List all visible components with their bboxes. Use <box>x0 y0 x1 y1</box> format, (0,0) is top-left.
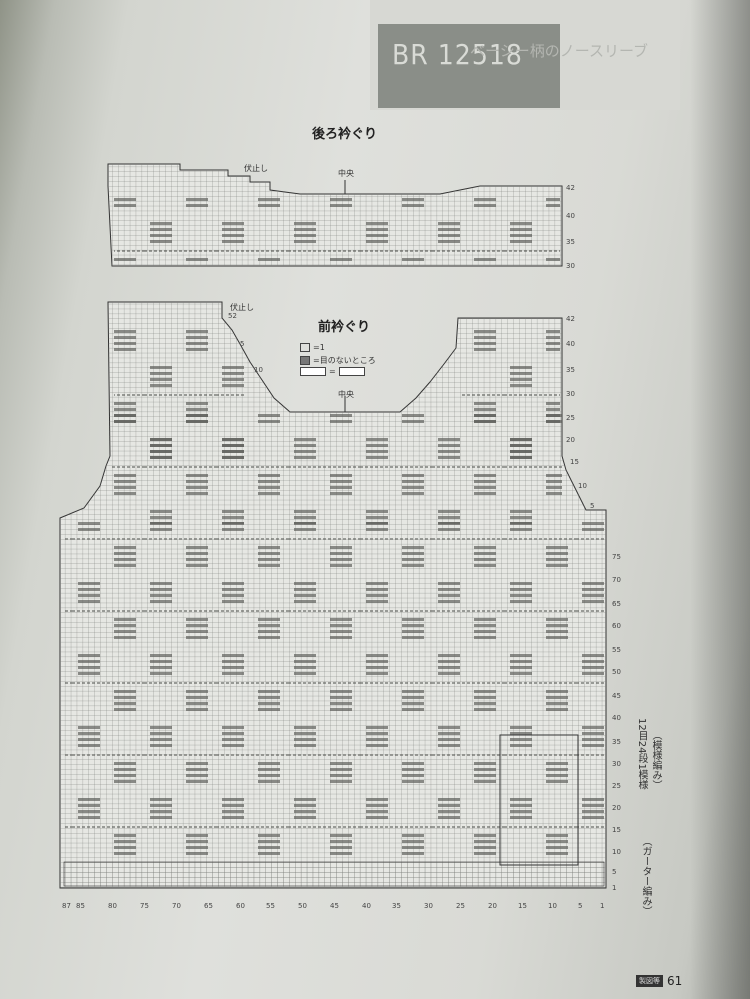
body-row-label: 75 <box>612 553 621 561</box>
blank-square-icon <box>300 343 310 352</box>
front-row-label: 25 <box>566 414 575 422</box>
body-row-label: 10 <box>612 848 621 856</box>
body-col-label: 50 <box>298 902 307 910</box>
back-bind-off-label: 伏止し <box>244 164 268 173</box>
body-row-label: 65 <box>612 600 621 608</box>
body-row-label: 45 <box>612 692 621 700</box>
body-col-label: 35 <box>392 902 401 910</box>
front-center-label: 中央 <box>338 390 354 399</box>
header-ghost-text: ベーシー柄のノースリーブ <box>470 42 649 60</box>
back-row-label: 42 <box>566 184 575 192</box>
front-bind-off-label: 伏止し <box>230 303 254 312</box>
body-col-label: 5 <box>578 902 583 910</box>
legend-cable: = <box>300 367 365 376</box>
page-shadow <box>690 0 750 999</box>
body-col-label: 40 <box>362 902 371 910</box>
body-row-label: 50 <box>612 668 621 676</box>
back-row-label: 30 <box>566 262 575 270</box>
page-number: 製図等 61 <box>636 974 682 988</box>
body-col-label: 80 <box>108 902 117 910</box>
body-col-label: 87 <box>62 902 71 910</box>
body-col-label: 10 <box>548 902 557 910</box>
body-row-label: 55 <box>612 646 621 654</box>
body-row-label: 5 <box>612 868 617 876</box>
back-row-label: 40 <box>566 212 575 220</box>
front-neck-title: 前衿ぐり <box>318 320 371 335</box>
back-neck-chart <box>107 163 563 267</box>
body-col-label: 70 <box>172 902 181 910</box>
back-neck-title: 後ろ衿ぐり <box>312 127 378 142</box>
front-row-label: 10 <box>578 482 587 490</box>
page-number-text: 61 <box>667 974 683 988</box>
dark-square-icon <box>300 356 310 365</box>
pattern-note: 12目24段1模様 <box>636 718 647 790</box>
body-col-label: 75 <box>140 902 149 910</box>
cable-symbol-icon <box>300 367 326 376</box>
pattern-label: （模様編み） <box>650 730 661 790</box>
body-row-label: 25 <box>612 782 621 790</box>
body-col-label: 55 <box>266 902 275 910</box>
front-row-label: 30 <box>566 390 575 398</box>
body-col-label: 65 <box>204 902 213 910</box>
body-row-label: 60 <box>612 622 621 630</box>
body-row-label: 70 <box>612 576 621 584</box>
front-row-label: 40 <box>566 340 575 348</box>
body-col-label: 25 <box>456 902 465 910</box>
front-side-label: 5 <box>240 340 245 348</box>
cable-symbol-icon <box>338 367 365 376</box>
pattern-code: BR 12518 <box>392 38 523 71</box>
garter-label: （ガーター編み） <box>640 836 651 916</box>
page-tag: 製図等 <box>636 975 663 987</box>
body-col-label: 30 <box>424 902 433 910</box>
back-row-label: 35 <box>566 238 575 246</box>
body-row-label: 30 <box>612 760 621 768</box>
body-row-label: 35 <box>612 738 621 746</box>
body-col-label: 45 <box>330 902 339 910</box>
body-col-label: 60 <box>236 902 245 910</box>
body-col-label: 1 <box>600 902 605 910</box>
body-row-label: 1 <box>612 884 617 892</box>
legend-dark: =目のないところ <box>300 355 376 366</box>
body-row-label: 40 <box>612 714 621 722</box>
body-col-label: 15 <box>518 902 527 910</box>
body-col-label: 20 <box>488 902 497 910</box>
front-side-label: 10 <box>254 366 263 374</box>
front-row-label: 5 <box>590 502 595 510</box>
front-row-label: 15 <box>570 458 579 466</box>
front-body-chart <box>59 301 607 889</box>
body-col-label: 85 <box>76 902 85 910</box>
front-row-label: 42 <box>566 315 575 323</box>
legend-blank: =1 <box>300 343 325 352</box>
body-row-label: 20 <box>612 804 621 812</box>
front-row-label: 20 <box>566 436 575 444</box>
body-row-label: 15 <box>612 826 621 834</box>
front-row-label: 35 <box>566 366 575 374</box>
header-code-box <box>378 24 560 108</box>
back-center-label: 中央 <box>338 169 354 178</box>
front-top-row-label: 52 <box>228 312 237 320</box>
